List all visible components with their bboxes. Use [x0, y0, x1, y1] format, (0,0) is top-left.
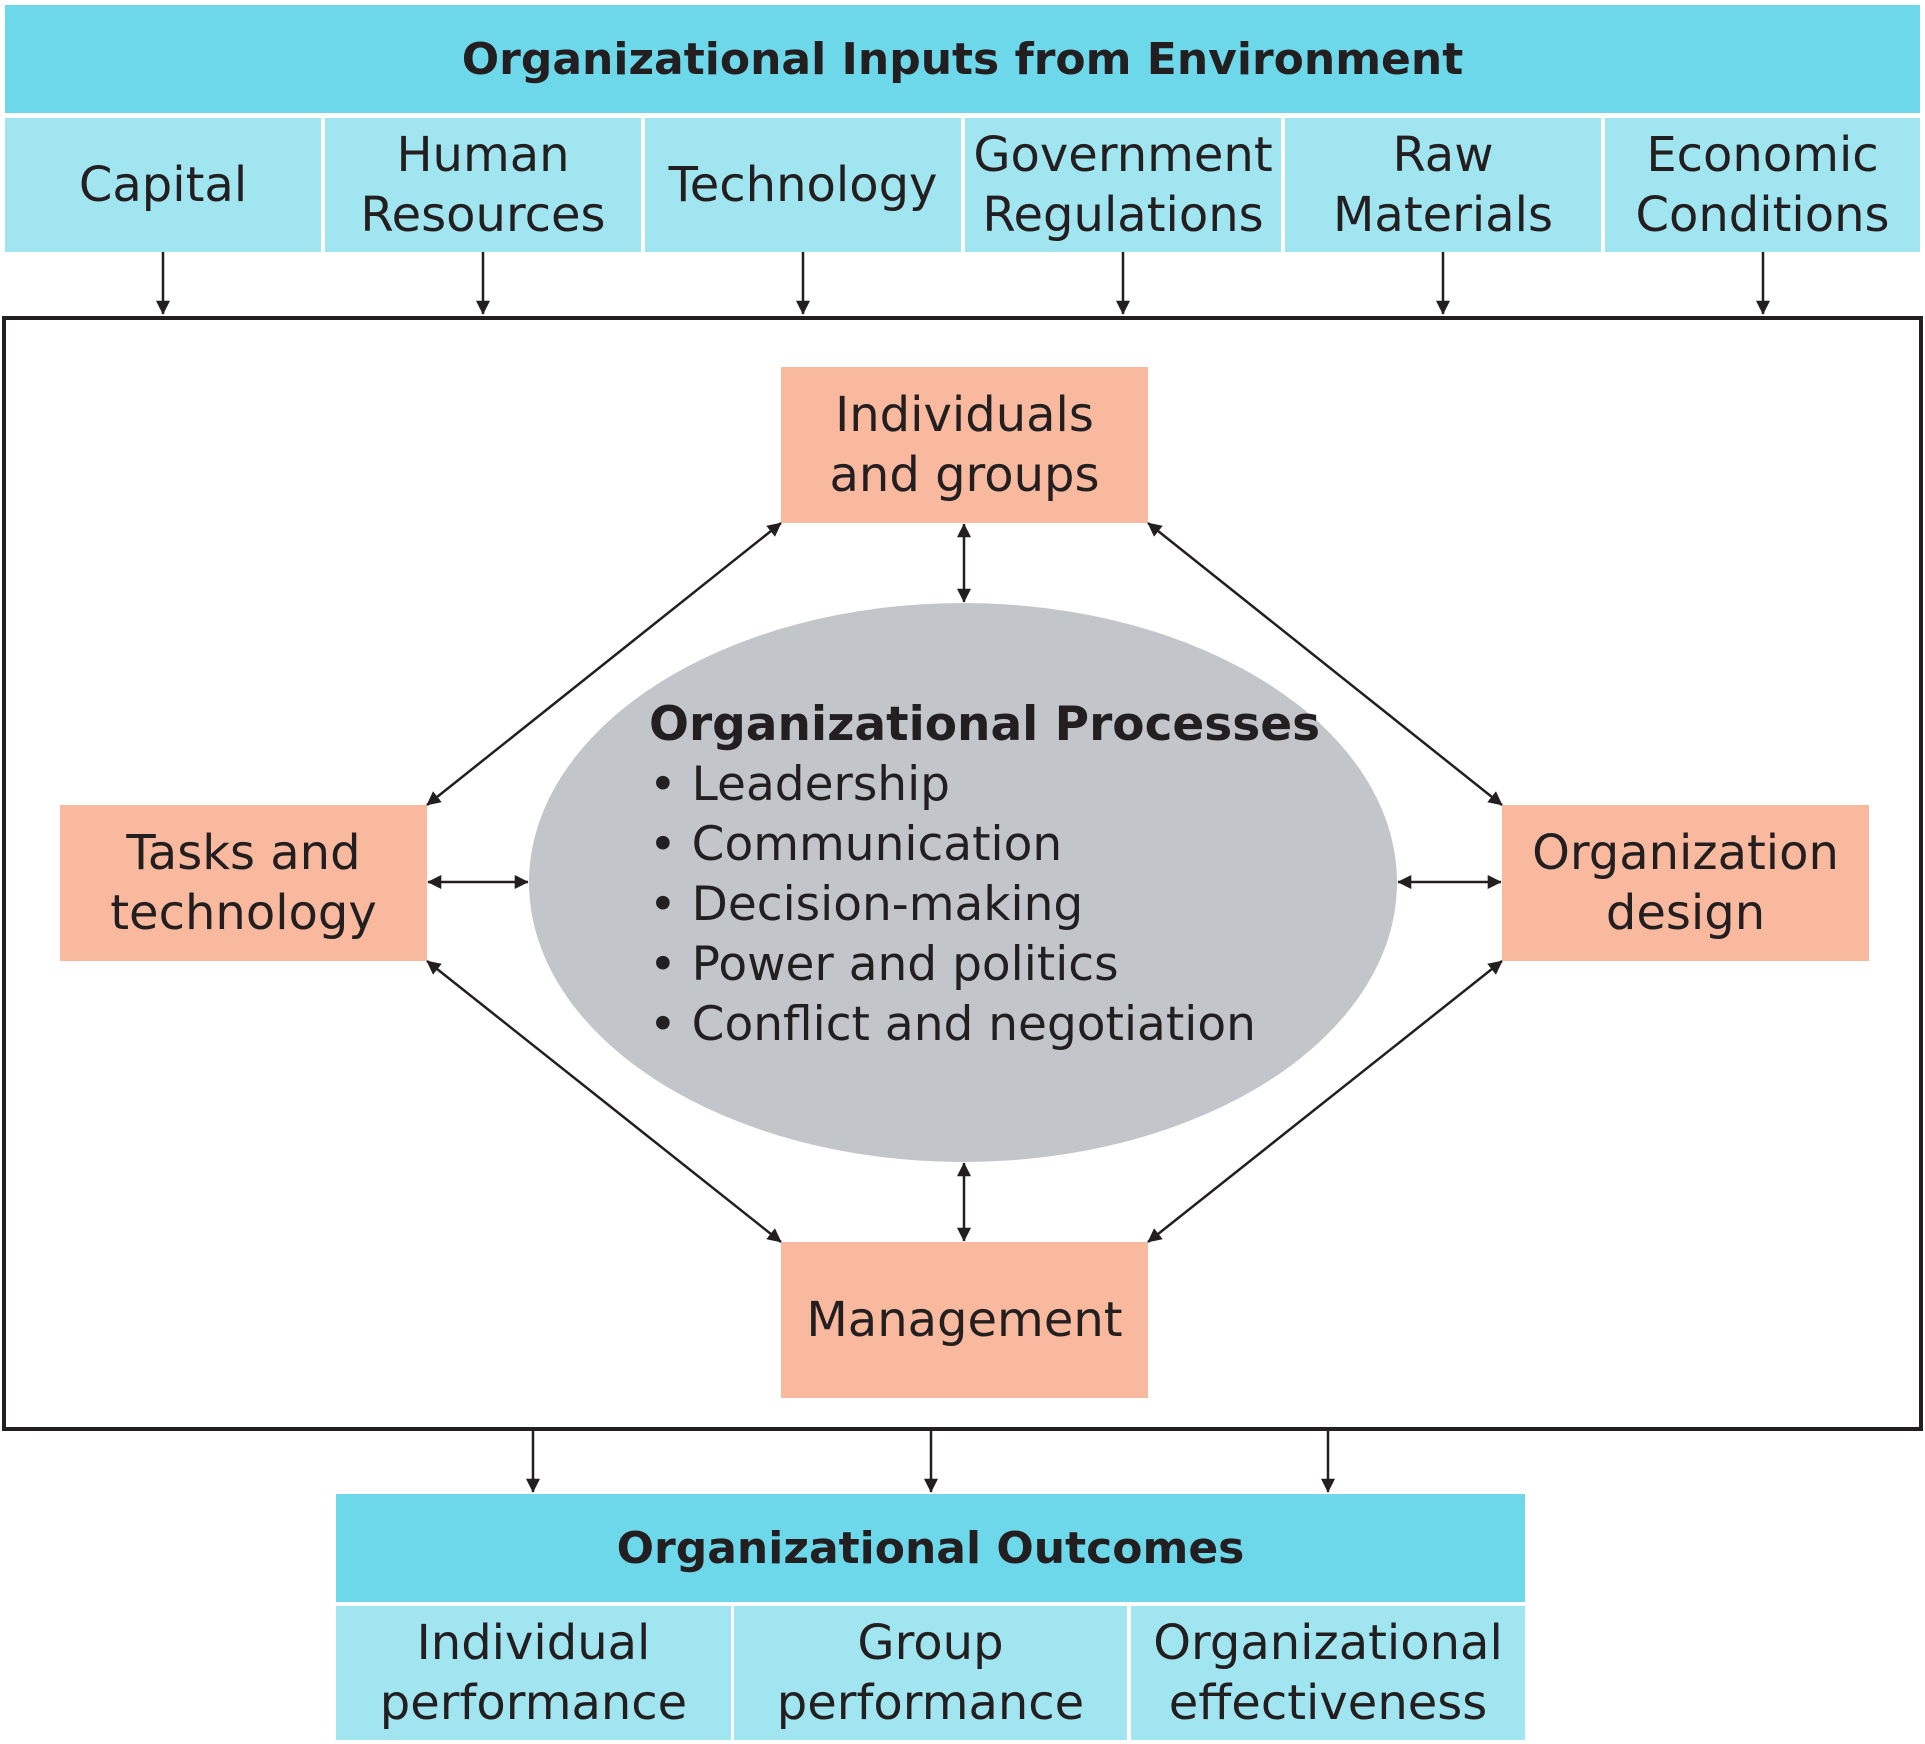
input-technology: Technology [645, 118, 961, 252]
inputs-title: Organizational Inputs from Environment [461, 33, 1464, 85]
node-management: Management [781, 1242, 1148, 1398]
node-organization-design: Organization design [1502, 805, 1869, 961]
arrow-right-bottom [1147, 960, 1503, 1243]
outcomes-banner: Organizational Outcomes [336, 1494, 1525, 1602]
outcome-individual-performance: Individual performance [336, 1606, 731, 1740]
input-raw-materials: Raw Materials [1285, 118, 1601, 252]
node-tasks-technology: Tasks and technology [60, 805, 427, 961]
arrow-top-right [1147, 522, 1503, 806]
process-item-decision-making: Decision-making [649, 875, 1349, 935]
input-economic-conditions: Economic Conditions [1605, 118, 1920, 252]
inputs-banner: Organizational Inputs from Environment [5, 5, 1920, 113]
outcomes-title: Organizational Outcomes [616, 1522, 1245, 1574]
outcome-group-performance: Group performance [734, 1606, 1127, 1740]
input-capital: Capital [5, 118, 321, 252]
input-government-regulations: Government Regulations [965, 118, 1281, 252]
outcome-organizational-effectiveness: Organizational effectiveness [1131, 1606, 1525, 1740]
process-item-communication: Communication [649, 815, 1349, 875]
node-individuals-groups: Individuals and groups [781, 367, 1148, 523]
arrow-top-left [426, 522, 782, 806]
input-human-resources: Human Resources [325, 118, 641, 252]
arrow-left-bottom [426, 960, 782, 1243]
